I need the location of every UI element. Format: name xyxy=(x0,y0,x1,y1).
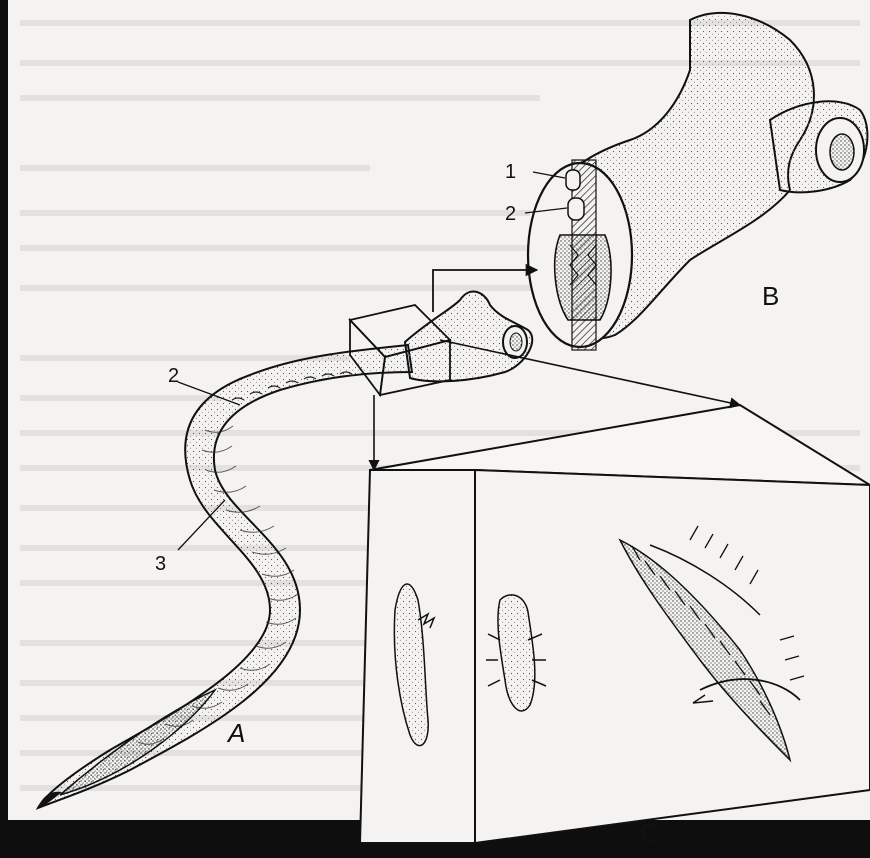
section-cube xyxy=(360,405,870,843)
structure-1 xyxy=(566,170,580,190)
callout-1: 1 xyxy=(505,161,516,183)
callout-3: 3 xyxy=(155,553,166,575)
callout-2-head: 2 xyxy=(505,203,516,225)
panel-label-b: B xyxy=(762,281,779,311)
structure-2 xyxy=(568,198,584,220)
panel-label-a: A xyxy=(226,718,245,748)
callout-2-body: 2 xyxy=(168,365,179,387)
panel-label-c: C xyxy=(640,818,659,848)
